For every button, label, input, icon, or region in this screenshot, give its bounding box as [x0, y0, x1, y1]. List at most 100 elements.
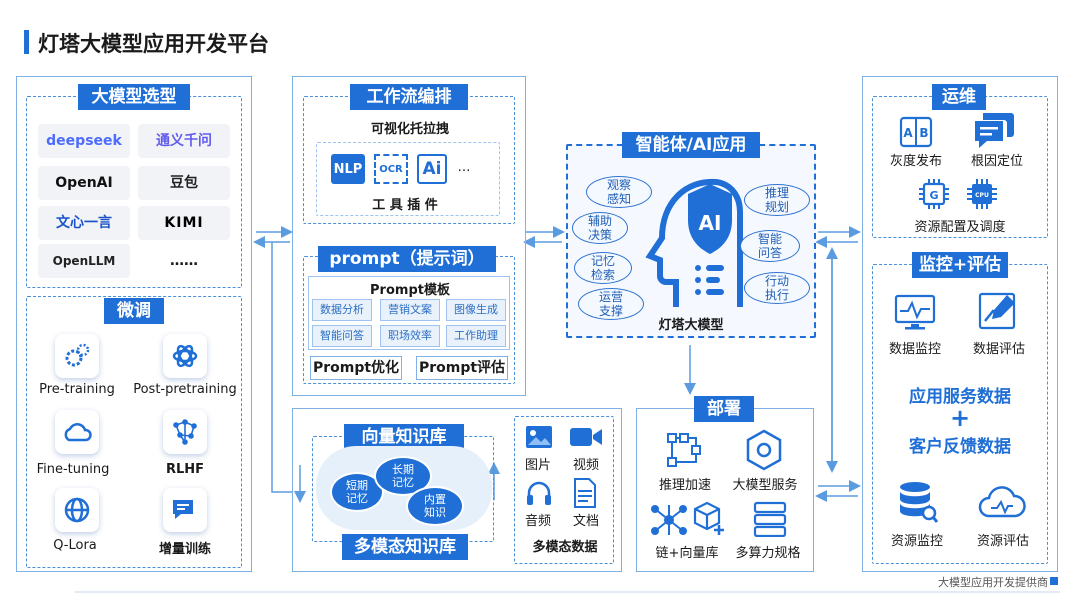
model-service-icon — [744, 428, 784, 472]
cpu-chip-icon: CPU — [964, 176, 1000, 212]
deploy-label-1: 大模型服务 — [732, 478, 798, 493]
prompt-cell: 营销文案 — [380, 299, 440, 321]
finetune-label-4: Q-Lora — [53, 538, 97, 553]
ops-label-0: 灰度发布 — [889, 154, 942, 169]
tool-plugins-label: 工 具 插 件 — [372, 198, 438, 213]
bubble-reasoning: 推理 规划 — [744, 184, 810, 216]
document-label: 文档 — [572, 514, 599, 529]
multimodal-data-label: 多模态数据 — [532, 540, 598, 555]
deepseek-logo: deepseek — [38, 124, 130, 158]
customer-feedback-text: 客户反馈数据 — [909, 437, 1011, 457]
monitor-label-1: 数据评估 — [972, 342, 1025, 357]
video-label: 视频 — [572, 458, 599, 473]
prompt-cell: 智能问答 — [312, 325, 372, 347]
monitor-label-0: 数据监控 — [888, 342, 941, 357]
title-accent-bar — [24, 30, 29, 54]
doubao-logo: 豆包 — [138, 166, 230, 200]
builtin-knowledge-bubble: 内置 知识 — [406, 486, 464, 526]
chat-icon — [163, 488, 207, 532]
prompt-template-title: Prompt模板 — [370, 283, 450, 298]
left-column-frame — [16, 76, 252, 572]
gpu-chip-icon: G — [916, 176, 952, 212]
prompt-cell: 工作助理 — [446, 325, 506, 347]
ops-header: 运维 — [932, 84, 986, 110]
wenxin-logo: 文心一言 — [38, 206, 130, 240]
prompt-cell: 数据分析 — [312, 299, 372, 321]
bubble-action: 行动 执行 — [744, 272, 810, 304]
prompt-template-box — [308, 276, 510, 350]
database-search-icon — [896, 478, 940, 526]
data-eval-icon — [976, 290, 1020, 332]
monitor-bottom-label-1: 资源评估 — [976, 534, 1029, 549]
audio-icon — [524, 480, 554, 508]
cube-plus-icon — [690, 498, 728, 538]
deploy-label-0: 推理加速 — [658, 478, 711, 493]
ai-icon: Ai — [417, 154, 447, 184]
openllm-logo: OpenLLM — [38, 244, 130, 278]
inference-accel-icon — [664, 430, 704, 470]
long-term-memory-bubble: 长期 记忆 — [374, 456, 432, 496]
monitor-bottom-label-0: 资源监控 — [890, 534, 943, 549]
knowledge-column-frame — [292, 408, 622, 572]
cloud-eval-icon — [976, 482, 1028, 522]
finetune-panel — [26, 296, 242, 568]
cloud-icon — [55, 410, 99, 454]
bubble-memory: 记忆 检索 — [574, 252, 632, 284]
globe-icon — [55, 488, 99, 532]
chain-network-icon — [650, 502, 688, 538]
deploy-header: 部署 — [694, 396, 754, 422]
bubble-decision: 辅助 决策 — [572, 212, 628, 244]
agent-header: 智能体/AI应用 — [622, 132, 760, 158]
finetune-label-1: Post-pretraining — [133, 382, 237, 397]
svg-text:CPU: CPU — [975, 192, 989, 199]
video-icon — [568, 424, 604, 450]
image-label: 图片 — [524, 458, 551, 473]
finetune-label-2: Fine-tuning — [36, 462, 110, 477]
more-models-ellipsis: …… — [170, 253, 198, 269]
svg-text:A: A — [903, 126, 913, 140]
footer-square — [1050, 577, 1058, 585]
ai-head-icon: AI — [645, 178, 743, 307]
deploy-label-3: 多算力规格 — [735, 546, 801, 561]
right-column-frame — [862, 76, 1058, 572]
document-icon — [572, 478, 598, 508]
openai-icon — [163, 334, 207, 378]
workflow-column-frame — [292, 76, 526, 396]
finetune-label-5: 增量训练 — [158, 542, 211, 557]
ocr-icon: OCR — [374, 154, 408, 184]
bubble-observe: 观察 感知 — [586, 176, 652, 208]
svg-text:G: G — [929, 189, 938, 202]
prompt-evaluate-box: Prompt评估 — [416, 356, 508, 380]
workflow-subtitle: 可视化托拉拽 — [370, 122, 449, 137]
prompt-header: prompt（提示词） — [318, 246, 496, 272]
openai-logo: OpenAI — [38, 166, 130, 200]
more-tools-ellipsis: … — [457, 160, 471, 175]
prompt-cell: 图像生成 — [446, 299, 506, 321]
kimi-logo: KIMI — [138, 206, 230, 240]
svg-text:AI: AI — [699, 211, 722, 235]
deploy-label-2: 链+向量库 — [655, 546, 719, 561]
server-stack-icon — [752, 500, 788, 538]
finetune-label-0: Pre-training — [39, 382, 115, 397]
image-icon — [524, 424, 554, 450]
page-title: 灯塔大模型应用开发平台 — [38, 32, 269, 56]
workflow-header: 工作流编排 — [350, 84, 468, 110]
model-select-header: 大模型选型 — [78, 84, 190, 110]
nlp-icon: NLP — [331, 154, 365, 184]
svg-text:B: B — [919, 126, 928, 140]
plus-sign: + — [949, 404, 971, 432]
brain-network-icon — [163, 410, 207, 454]
finetune-header: 微调 — [104, 298, 164, 324]
vector-kb-header: 向量知识库 — [344, 424, 464, 450]
finetune-label-3: RLHF — [165, 462, 205, 477]
tongyi-logo: 通义千问 — [138, 124, 230, 158]
bubble-qa: 智能 问答 — [740, 230, 800, 262]
resource-scheduling-label: 资源配置及调度 — [914, 220, 1006, 235]
data-monitor-icon — [892, 292, 938, 332]
multimodal-kb-header: 多模态知识库 — [342, 534, 468, 560]
app-service-data-text: 应用服务数据 — [909, 387, 1011, 407]
multimodal-data-panel — [514, 416, 614, 564]
gears-icon — [55, 334, 99, 378]
